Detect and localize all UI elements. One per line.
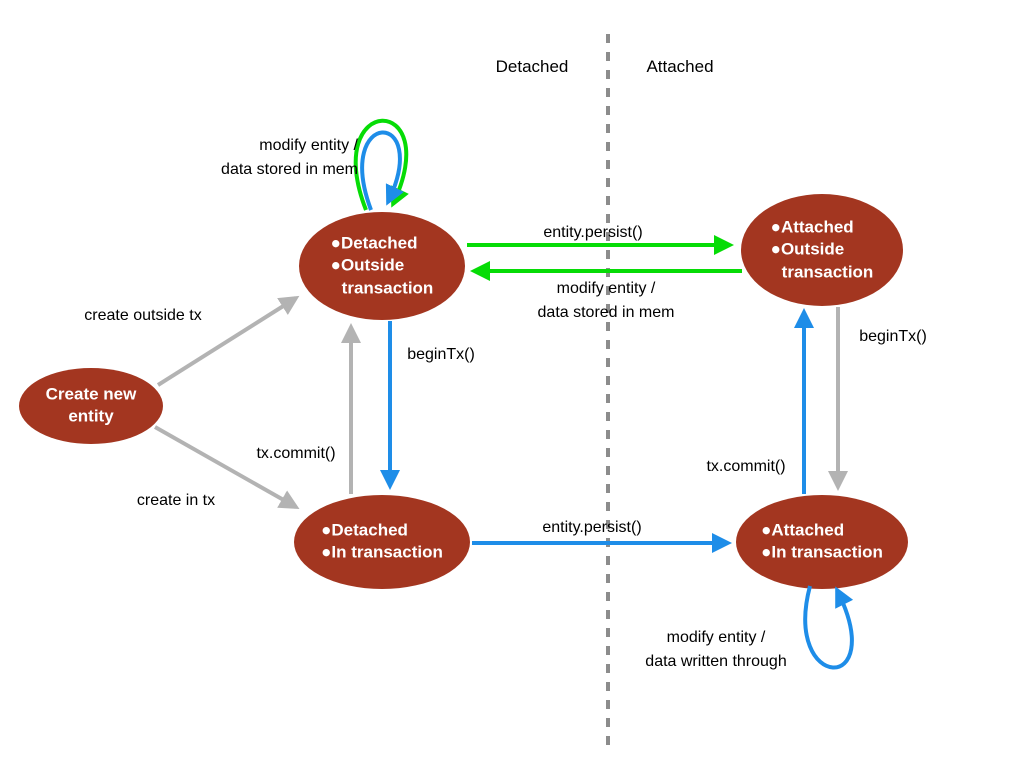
edge-label-modify-mem-loop: modify entity / data stored in mem (221, 134, 358, 182)
node-label-line: ●Attached (770, 217, 854, 237)
edge-label-line: modify entity / (556, 280, 656, 297)
node-attached-outside-transaction (741, 194, 903, 306)
node-label-line: transaction (341, 278, 434, 298)
node-label-line: ●In transaction (321, 543, 443, 562)
node-detached-outside-transaction (299, 212, 465, 320)
edge-label-line: modify entity / (666, 629, 766, 646)
arrow-modify-mem-loop-blue (360, 130, 404, 211)
edge-label-modify-mem-back: modify entity / data stored in mem (538, 277, 675, 325)
node-attached-in-transaction (736, 495, 908, 589)
edge-label-tx-commit-right: tx.commit() (706, 458, 786, 475)
region-label-attached: Attached (646, 57, 714, 76)
node-label-detached-in: ●Detached ●In transaction (321, 520, 443, 565)
edge-label-line: data stored in mem (221, 161, 358, 178)
node-label-line: ●Outside (770, 239, 845, 259)
node-detached-in-transaction (294, 495, 470, 589)
arrow-create-outside-tx (156, 295, 300, 387)
node-label-line: ●Outside (330, 255, 405, 275)
edge-label-create-outside-tx: create outside tx (84, 307, 202, 324)
arrow-modify-mem-loop-green (353, 118, 409, 211)
edge-label-entity-persist-bottom: entity.persist() (542, 519, 642, 536)
node-create-new-entity (19, 368, 163, 444)
edge-label-create-in-tx: create in tx (136, 492, 216, 509)
edge-label-line: modify entity / (259, 137, 358, 154)
edge-label-modify-written-loop: modify entity / data written through (645, 626, 786, 674)
region-label-detached: Detached (495, 57, 569, 76)
node-label-line: ●Detached (321, 520, 408, 540)
node-label-attached-outside: ●Attached ●Outside transaction (771, 216, 874, 283)
edge-label-entity-persist-top: entity.persist() (543, 224, 643, 241)
node-label-attached-in: ●Attached ●In transaction (761, 520, 883, 565)
arrow-modify-written-loop (803, 585, 854, 670)
node-label-line: ●Detached (330, 233, 418, 253)
node-label-line: transaction (781, 262, 874, 282)
edge-label-begin-tx-right: beginTx() (859, 328, 927, 345)
arrow-create-in-tx (154, 425, 300, 509)
node-label-line: entity (68, 407, 114, 426)
node-label-line: ●Attached (761, 520, 845, 540)
edge-label-line: data written through (645, 653, 787, 670)
node-label-line: Create new (45, 384, 137, 404)
node-label-create-new-entity: Create new entity (46, 384, 137, 429)
edge-label-begin-tx-left: beginTx() (407, 346, 475, 363)
edge-label-tx-commit-left: tx.commit() (256, 445, 336, 462)
node-label-line: ●In transaction (761, 543, 883, 562)
edge-label-line: data stored in mem (537, 304, 675, 321)
node-label-detached-outside: ●Detached ●Outside transaction (331, 232, 434, 299)
